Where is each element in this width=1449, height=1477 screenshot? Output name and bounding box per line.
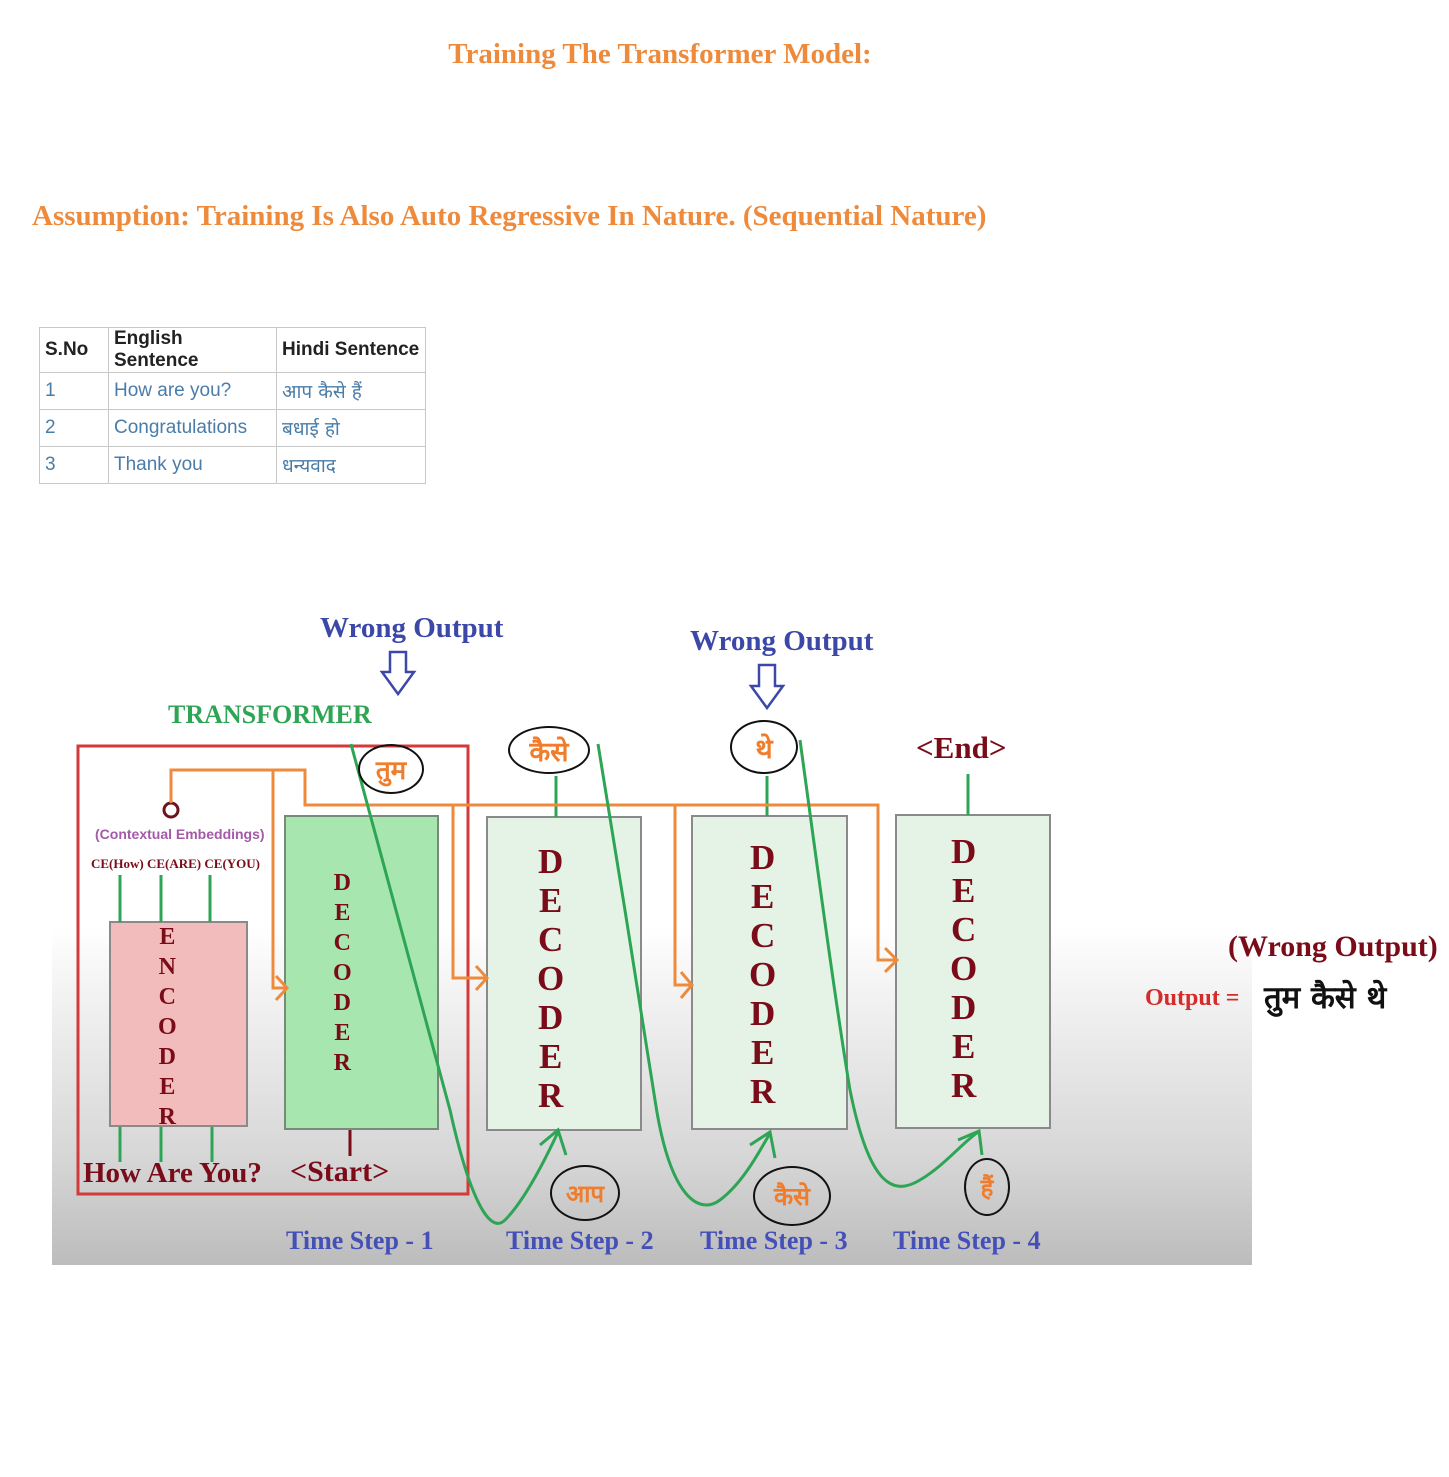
- decoder-letter: D: [333, 990, 351, 1016]
- decoder-letter: R: [950, 1066, 977, 1105]
- predicted-token-2: कैसे: [508, 726, 590, 774]
- target-token-1: आप: [550, 1165, 620, 1221]
- wrong-output-arrow-icon-1: [379, 650, 417, 697]
- decoder-letter: C: [333, 930, 351, 956]
- transformer-label: TRANSFORMER: [168, 700, 372, 729]
- decoder-letter: C: [950, 910, 977, 949]
- encoder-letter: E: [159, 1074, 176, 1100]
- cell-sno: 3: [39, 446, 109, 484]
- target-token-2: कैसे: [753, 1166, 831, 1226]
- start-token: <Start>: [290, 1155, 390, 1188]
- embedding-node: [162, 801, 180, 819]
- decoder-letter: O: [537, 959, 565, 998]
- decoder-label-4: D E C O D E R: [950, 832, 977, 1105]
- context-lines: [169, 768, 896, 990]
- encoder-letter: C: [158, 984, 176, 1010]
- encoder-letter: O: [158, 1014, 177, 1040]
- table-row: 1 How are you? आप कैसे हैं: [39, 372, 426, 410]
- header-sno: S.No: [39, 327, 109, 373]
- decoder-letter: D: [950, 988, 977, 1027]
- decoder-letter: C: [749, 916, 776, 955]
- autoregressive-arrows: [349, 739, 979, 1225]
- predicted-token-1: तुम: [358, 744, 424, 794]
- transformer-box: [76, 744, 470, 1196]
- decoder-letter: E: [750, 877, 775, 916]
- target-token-3: हैं: [964, 1158, 1010, 1216]
- decoder-letter: D: [749, 838, 776, 877]
- decoder-letter: R: [749, 1072, 776, 1111]
- decoder-letter: E: [750, 1033, 775, 1072]
- table-row: 2 Congratulations बधाई हो: [39, 409, 426, 447]
- context-arrowheads: [274, 946, 900, 1002]
- decoder-letter: E: [334, 900, 351, 926]
- decoder-letter: C: [537, 920, 564, 959]
- encoder-letter: D: [158, 1044, 176, 1070]
- decoder-output-connectors: [554, 774, 970, 817]
- decoder-letter: R: [537, 1076, 564, 1115]
- decoder-label-2: D E C O D E R: [537, 842, 564, 1115]
- decoder-box-2: [486, 816, 642, 1131]
- decoder-letter: R: [333, 1050, 351, 1076]
- decoder-letter: O: [333, 960, 352, 986]
- decoder-letter: D: [950, 832, 977, 871]
- cell-hindi: धन्यवाद: [276, 446, 426, 484]
- encoder-letter: E: [159, 924, 176, 950]
- decoder-letter: D: [537, 998, 564, 1037]
- decoder-box-1: [284, 815, 439, 1130]
- diagram-panel: [52, 560, 1252, 1265]
- decoder-letter: E: [334, 1020, 351, 1046]
- decoder-letter: E: [538, 881, 563, 920]
- header-hindi: Hindi Sentence: [276, 327, 426, 373]
- decoder-box-3: [691, 815, 848, 1130]
- time-step-2: Time Step - 2: [506, 1226, 654, 1255]
- end-token: <End>: [916, 730, 1007, 765]
- cell-hindi: बधाई हो: [276, 409, 426, 447]
- decoder-label-1: D E C O D E R: [333, 868, 352, 1078]
- decoder-letter: O: [950, 949, 978, 988]
- decoder-letter: E: [951, 1027, 976, 1066]
- assumption-heading: Assumption: Training Is Also Auto Regres…: [32, 200, 987, 232]
- wrong-output-label-1: Wrong Output: [320, 612, 504, 644]
- decoder-label-3: D E C O D E R: [749, 838, 776, 1111]
- predicted-token-3: थे: [730, 720, 798, 774]
- decoder-letter: D: [333, 870, 351, 896]
- input-sentence: How Are You?: [83, 1157, 262, 1189]
- cell-hindi: आप कैसे हैं: [276, 372, 426, 410]
- autoregressive-arrowheads: [539, 1127, 984, 1159]
- decoder-letter: D: [749, 994, 776, 1033]
- wrong-output-note: (Wrong Output): [1228, 930, 1438, 963]
- encoder-letter: N: [158, 954, 176, 980]
- encoder-letter: R: [158, 1104, 176, 1130]
- encoder-box: [109, 921, 248, 1127]
- decoder-letter: E: [951, 871, 976, 910]
- page-title: Training The Transformer Model:: [448, 38, 872, 70]
- cell-english: Thank you: [108, 446, 277, 484]
- sentence-table: S.No English Sentence Hindi Sentence 1 H…: [39, 327, 426, 484]
- table-row: 3 Thank you धन्यवाद: [39, 446, 426, 484]
- cell-sno: 2: [39, 409, 109, 447]
- ce-labels: CE(How) CE(ARE) CE(YOU): [91, 856, 260, 871]
- output-value: तुम कैसे थे: [1264, 980, 1387, 1016]
- ce-connectors: [118, 875, 214, 1162]
- table-header-row: S.No English Sentence Hindi Sentence: [39, 327, 426, 373]
- wrong-output-label-2: Wrong Output: [690, 625, 874, 657]
- time-step-3: Time Step - 3: [700, 1226, 848, 1255]
- decoder-box-4: [895, 814, 1051, 1129]
- time-step-1: Time Step - 1: [286, 1226, 434, 1255]
- encoder-label: E N C O D E R: [158, 922, 177, 1132]
- wrong-output-arrow-icon-2: [748, 663, 786, 711]
- decoder-letter: D: [537, 842, 564, 881]
- decoder-letter: O: [749, 955, 777, 994]
- time-step-4: Time Step - 4: [893, 1226, 1041, 1255]
- output-label: Output =: [1145, 985, 1240, 1011]
- decoder-letter: E: [538, 1037, 563, 1076]
- cell-english: How are you?: [108, 372, 277, 410]
- cell-english: Congratulations: [108, 409, 277, 447]
- contextual-embeddings-label: (Contextual Embeddings): [95, 826, 265, 842]
